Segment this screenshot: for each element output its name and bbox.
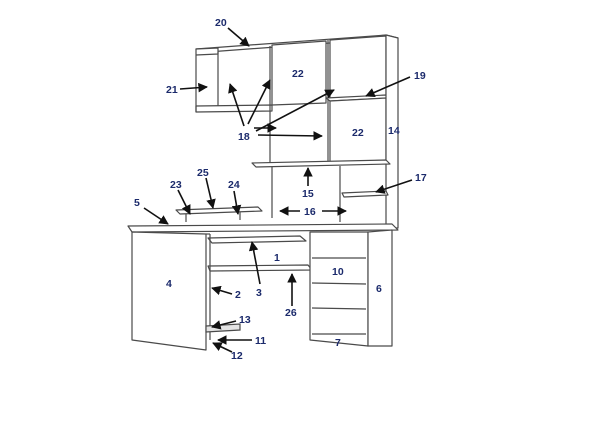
label-7: 7 — [335, 337, 341, 349]
label-13: 13 — [239, 314, 251, 326]
drawer-divider-2 — [311, 282, 367, 285]
arrow-21 — [179, 82, 208, 93]
label-1: 1 — [274, 252, 280, 264]
label-22-upper: 22 — [292, 68, 304, 80]
arrow-17 — [375, 179, 413, 194]
label-17: 17 — [415, 172, 427, 184]
arrow-23 — [177, 189, 191, 215]
label-3: 3 — [256, 287, 262, 299]
label-6: 6 — [376, 283, 382, 295]
label-5: 5 — [134, 197, 140, 209]
arrow-18b — [247, 79, 271, 125]
arrow-3 — [248, 241, 261, 285]
arrow-2 — [211, 285, 233, 296]
desk-shelf — [207, 264, 313, 272]
label-11: 11 — [255, 335, 266, 347]
label-10: 10 — [332, 266, 344, 278]
label-18: 18 — [238, 131, 250, 143]
label-25: 25 — [197, 167, 209, 179]
arrow-12 — [212, 342, 233, 353]
footrest — [205, 323, 241, 333]
arrow-18e — [257, 131, 323, 141]
upper-door — [271, 40, 327, 106]
hutch-left-lower-shelf — [195, 104, 273, 113]
arrow-24 — [231, 190, 242, 215]
desk-left-panel — [131, 231, 207, 351]
label-20: 20 — [215, 17, 227, 29]
arrow-20 — [227, 27, 250, 47]
hutch — [195, 34, 399, 229]
arrow-13 — [211, 320, 237, 330]
label-14: 14 — [388, 125, 400, 137]
hutch-small-shelf — [341, 190, 389, 198]
arrow-25 — [205, 177, 216, 209]
drawer-cabinet-front — [309, 231, 369, 347]
label-19: 19 — [414, 70, 426, 82]
leader-arrows — [143, 27, 413, 353]
hutch-left-shelf-top — [195, 47, 219, 56]
monitor-stand — [175, 206, 263, 222]
label-23: 23 — [170, 179, 182, 191]
drawer-cabinet-side — [367, 229, 393, 347]
part-labels: 20 21 22 22 19 18 14 17 15 16 25 23 24 5… — [134, 17, 427, 362]
label-21: 21 — [166, 84, 178, 96]
label-15: 15 — [302, 188, 314, 200]
drawer-divider-3 — [311, 307, 367, 310]
hutch-middle-shelf — [251, 159, 391, 168]
label-24: 24 — [228, 179, 240, 191]
arrow-5 — [143, 207, 169, 225]
label-4: 4 — [166, 278, 172, 290]
label-26: 26 — [285, 307, 297, 319]
label-22-lower: 22 — [352, 127, 364, 139]
arrow-18d — [255, 89, 335, 132]
desk-top — [127, 223, 399, 233]
label-2: 2 — [235, 289, 241, 301]
keyboard-shelf — [207, 235, 307, 244]
arrow-18a — [228, 83, 245, 127]
label-12: 12 — [231, 350, 243, 362]
arrow-19 — [365, 76, 411, 97]
label-16: 16 — [304, 206, 316, 218]
